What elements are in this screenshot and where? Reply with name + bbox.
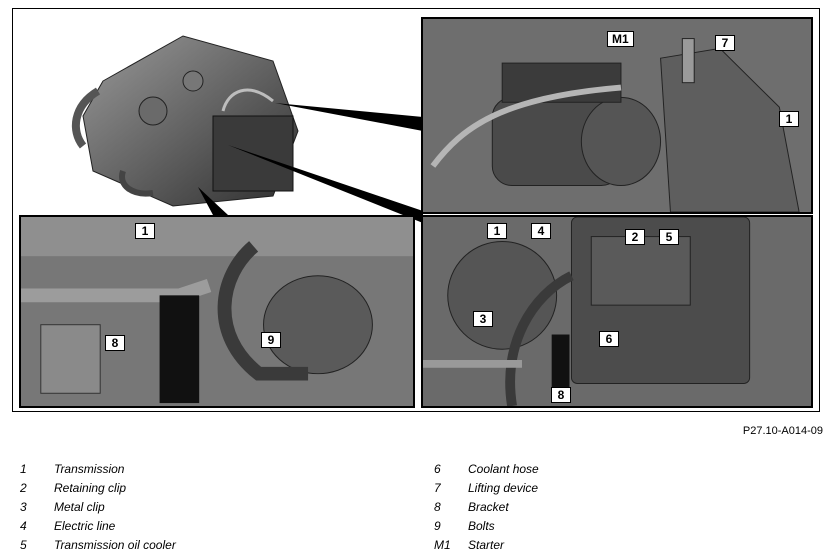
detail-panel-starter (421, 17, 813, 214)
legend-label: Bolts (468, 519, 495, 533)
figure-code: P27.10-A014-09 (742, 425, 823, 437)
detail-panel-bracket (19, 215, 415, 408)
callout-8-bottom-left: 8 (105, 335, 125, 351)
legend-column-left: 1 Transmission 2 Retaining clip 3 Metal cli… (20, 462, 176, 557)
legend-item: 7 Lifting device (434, 481, 539, 500)
legend-item: 2 Retaining clip (20, 481, 176, 500)
callout-1-bottom-right: 1 (487, 223, 507, 239)
callout-6: 6 (599, 331, 619, 347)
callout-m1: M1 (607, 31, 634, 47)
legend-item: 8 Bracket (434, 500, 539, 519)
legend-column-right: 6 Coolant hose 7 Lifting device 8 Bracket 9… (434, 462, 539, 557)
legend-label: Transmission (54, 462, 125, 476)
legend-item: M1 Starter (434, 538, 539, 557)
legend-label: Retaining clip (54, 481, 127, 495)
connector-wedges (198, 103, 423, 223)
legend-item: 5 Transmission oil cooler (20, 538, 176, 557)
callout-1-top: 1 (779, 111, 799, 127)
legend-item: 4 Electric line (20, 519, 176, 538)
legend-item: 3 Metal clip (20, 500, 176, 519)
legend-label: Bracket (468, 500, 509, 514)
legend-number: 8 (434, 500, 441, 514)
legend-item: 1 Transmission (20, 462, 176, 481)
legend-number: 4 (20, 519, 27, 533)
figure-frame: M1 7 1 1 8 9 1 4 2 5 3 6 8 (12, 8, 820, 412)
legend-label: Lifting device (468, 481, 539, 495)
legend-number: 9 (434, 519, 441, 533)
legend-number: M1 (434, 538, 451, 552)
callout-7: 7 (715, 35, 735, 51)
callout-4: 4 (531, 223, 551, 239)
callout-8-bottom-right: 8 (551, 387, 571, 403)
engine-overview-illustration (72, 35, 299, 207)
legend-number: 2 (20, 481, 27, 495)
legend-label: Coolant hose (468, 462, 539, 476)
callout-5: 5 (659, 229, 679, 245)
legend-number: 5 (20, 538, 27, 552)
callout-2: 2 (625, 229, 645, 245)
callout-1-bottom-left: 1 (135, 223, 155, 239)
legend-label: Electric line (54, 519, 116, 533)
callout-3: 3 (473, 311, 493, 327)
legend-number: 3 (20, 500, 27, 514)
callout-9: 9 (261, 332, 281, 348)
legend-number: 6 (434, 462, 441, 476)
legend-number: 1 (20, 462, 27, 476)
legend-item: 6 Coolant hose (434, 462, 539, 481)
legend-label: Starter (468, 538, 505, 552)
legend-label: Metal clip (54, 500, 105, 514)
legend-number: 7 (434, 481, 441, 495)
legend-label: Transmission oil cooler (54, 538, 176, 552)
legend-item: 9 Bolts (434, 519, 539, 538)
